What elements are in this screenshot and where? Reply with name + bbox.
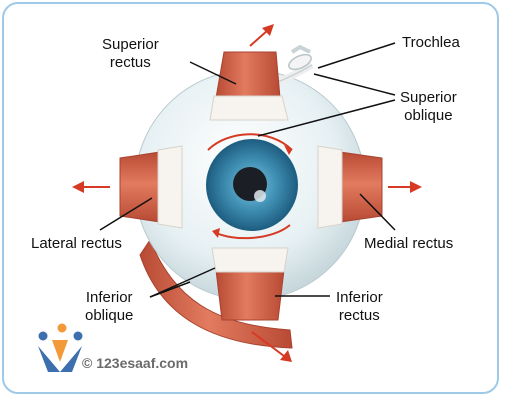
label-inferior-oblique: Inferior oblique: [85, 289, 133, 325]
lateral-rectus-muscle: [119, 151, 161, 223]
label-superior-rectus: Superior rectus: [102, 36, 159, 72]
inferior-oblique-muscle: [139, 238, 293, 349]
label-superior-rectus-line2: rectus: [109, 54, 151, 71]
label-inferior-oblique-line2: oblique: [85, 307, 134, 324]
leader-lines: [99, 42, 396, 298]
medial-rectus-tendon: [317, 145, 343, 229]
label-inferior-oblique-line1: Inferior: [85, 289, 133, 306]
label-trochlea: Trochlea: [402, 34, 460, 51]
direction-arrow-superior: [249, 24, 274, 47]
medial-rectus-muscle: [339, 151, 383, 223]
superior-rectus-tendon: [209, 95, 289, 121]
label-superior-oblique-line1: Superior: [400, 89, 457, 106]
direction-arrow-inferior: [251, 331, 292, 362]
label-superior-oblique: Superior oblique: [400, 89, 457, 125]
direction-arrow-medial: [388, 181, 422, 193]
trochlea: [288, 53, 312, 71]
direction-arrow-lateral: [72, 181, 110, 193]
label-inferior-rectus-line2: rectus: [338, 307, 380, 324]
watermark-text: © 123esaaf.com: [82, 355, 189, 371]
logo-icon: [38, 323, 83, 372]
label-lateral-rectus: Lateral rectus: [31, 235, 122, 252]
rotation-arrow-bottom: [213, 224, 291, 240]
inferior-rectus-muscle: [215, 269, 285, 321]
lateral-rectus-tendon: [157, 145, 183, 229]
superior-rectus-muscle: [215, 51, 281, 99]
label-medial-rectus: Medial rectus: [364, 235, 454, 252]
label-superior-rectus-line1: Superior: [102, 36, 159, 53]
inferior-rectus-tendon: [211, 247, 289, 273]
label-superior-oblique-line2: oblique: [404, 107, 453, 124]
pupil-highlight: [254, 190, 266, 202]
label-inferior-rectus-line1: Inferior: [336, 289, 383, 306]
rotation-arrow-top: [207, 133, 293, 151]
label-inferior-rectus: Inferior rectus: [336, 289, 383, 325]
